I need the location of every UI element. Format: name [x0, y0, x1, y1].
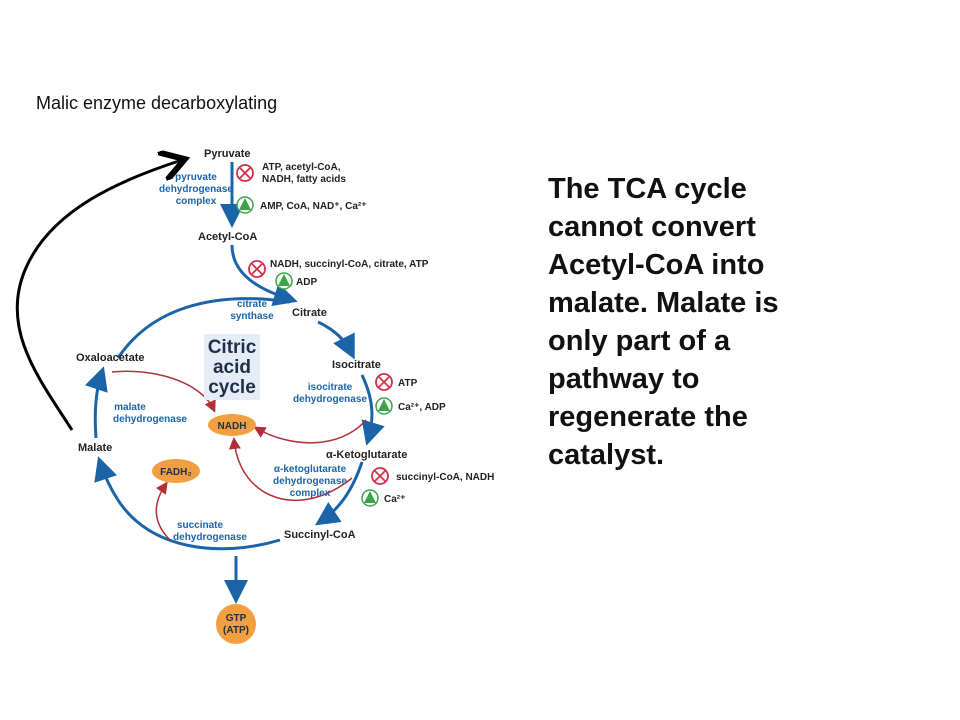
heading: Malic enzyme decarboxylating — [36, 93, 278, 113]
molecule-oxaloacetate: Oxaloacetate — [76, 352, 144, 364]
enzyme-succinate-dh-line-1: succinate — [177, 520, 224, 531]
cycle-label-bg — [204, 334, 260, 400]
enzyme-malate-dh-line-1: malate — [114, 402, 146, 413]
cycle-arc-akg-succinyl — [315, 461, 364, 526]
enzyme-isocitrate-dh-line-2: dehydrogenase — [293, 394, 367, 405]
cycle-label-line-1: Citric — [208, 337, 257, 358]
enzyme-pdh-line-2: dehydrogenase — [159, 184, 233, 195]
gtp-label-line-1: GTP — [226, 613, 247, 624]
enzyme-pdh-line-3: complex — [176, 196, 217, 207]
cycle-arc-succinyl-malate — [94, 456, 281, 551]
enzyme-citrate-synthase-line-1: citrate — [237, 299, 267, 310]
pdh-activators: AMP, CoA, NAD⁺, Ca²⁺ — [260, 201, 367, 212]
activate-icon — [361, 489, 379, 507]
cycle-arc-citrate-isocitrate — [317, 320, 355, 360]
molecule-acetyl-coa: Acetyl-CoA — [198, 231, 257, 243]
gtp-product — [216, 604, 256, 644]
acetyl-coa-entry-arrow — [230, 244, 298, 307]
molecule-pyruvate: Pyruvate — [204, 148, 250, 160]
idh-inhibitors: ATP — [398, 378, 418, 389]
idh-activators: Ca²⁺, ADP — [398, 402, 446, 413]
pdh-inhibitors-line-1: ATP, acetyl-CoA, — [262, 162, 341, 173]
enzyme-pdh-line-1: pyruvate — [175, 172, 217, 183]
nadh-arrow-akgdh — [228, 437, 353, 502]
nadh-arrow-malate-dh — [111, 370, 216, 413]
pdh-inhibitors-line-2: NADH, fatty acids — [262, 174, 346, 185]
enzyme-akgdh-line-3: complex — [290, 488, 331, 499]
enzyme-citrate-synthase-line-2: synthase — [230, 311, 274, 322]
enzyme-malate-dh-line-2: dehydrogenase — [113, 414, 187, 425]
cycle-arc-oaa-citrate — [116, 297, 291, 359]
cycle-label-line-3: cycle — [208, 377, 256, 398]
nadh-product — [208, 414, 256, 436]
molecule-succinyl-coa: Succinyl-CoA — [284, 529, 356, 541]
fadh2-arrow — [155, 481, 171, 541]
nadh-label: NADH — [218, 421, 247, 432]
gtp-label-line-2: (ATP) — [223, 625, 249, 636]
fadh2-product — [152, 459, 200, 483]
cycle-label-line-2: acid — [213, 357, 251, 378]
fadh2-label: FADH₂ — [160, 467, 192, 478]
akgdh-activators: Ca²⁺ — [384, 494, 405, 505]
enzyme-succinate-dh-line-2: dehydrogenase — [173, 532, 247, 543]
akgdh-inhibitors: succinyl-CoA, NADH — [396, 472, 494, 483]
malic-enzyme-arrow — [15, 160, 182, 431]
explanation-text: The TCA cycle cannot convert Acetyl-CoA … — [548, 173, 779, 471]
nadh-arrow-isocitrate-dh — [253, 419, 367, 444]
enzyme-akgdh-line-2: dehydrogenase — [273, 476, 347, 487]
activate-icon — [236, 196, 254, 214]
activate-icon — [275, 272, 293, 290]
inhibit-icon — [236, 164, 254, 182]
cs-inhibitors: NADH, succinyl-CoA, citrate, ATP — [270, 259, 429, 270]
molecule-citrate: Citrate — [292, 307, 327, 319]
activate-icon — [375, 397, 393, 415]
enzyme-akgdh-line-1: α-ketoglutarate — [274, 464, 347, 475]
cycle-arc-isocitrate-akg — [360, 374, 385, 446]
enzyme-isocitrate-dh-line-1: isocitrate — [308, 382, 353, 393]
inhibit-icon — [375, 373, 393, 391]
cycle-arc-malate-oaa — [84, 366, 108, 439]
molecule-isocitrate: Isocitrate — [332, 359, 381, 371]
molecule-ketoglutarate: α-Ketoglutarate — [326, 449, 407, 461]
inhibit-icon — [371, 467, 389, 485]
inhibit-icon — [248, 260, 266, 278]
molecule-malate: Malate — [78, 442, 112, 454]
cs-activators: ADP — [296, 277, 317, 288]
